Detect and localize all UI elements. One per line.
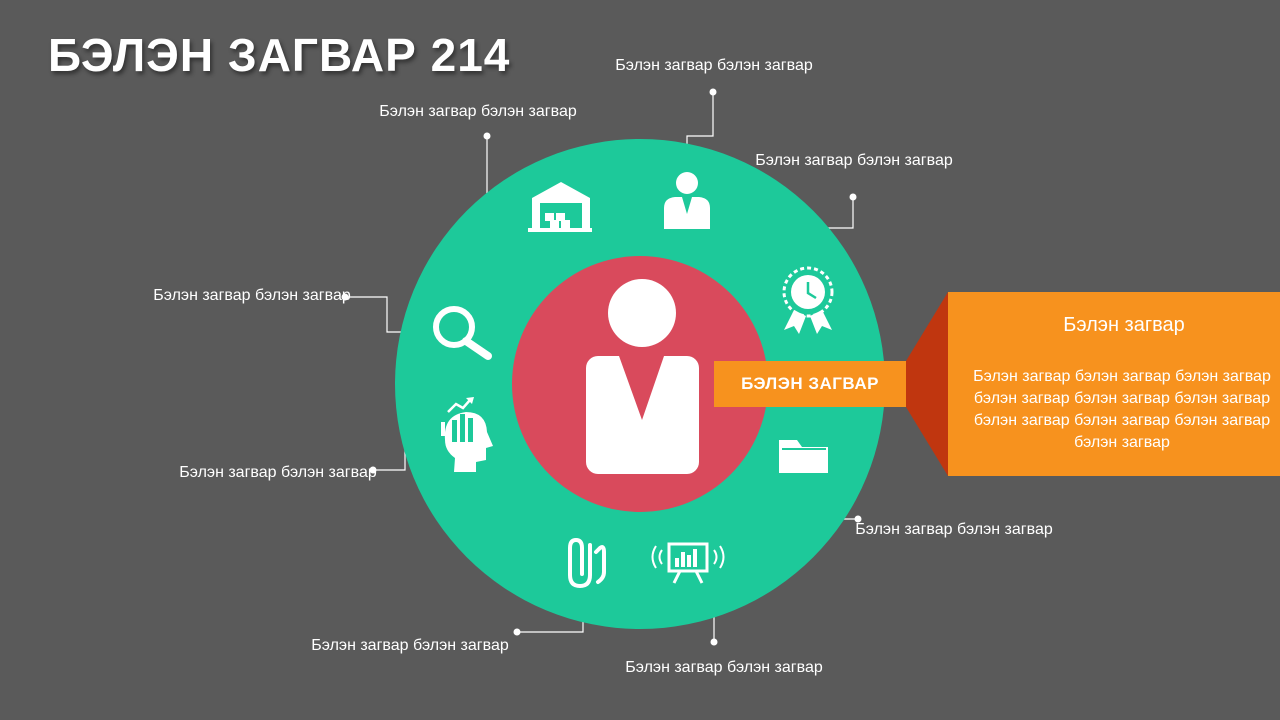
info-panel: Бэлэн загвар Бэлэн загвар бэлэн загвар б… — [948, 292, 1280, 476]
label-presentation: Бэлэн загвар бэлэн загвар — [625, 659, 823, 676]
central-person-icon — [586, 279, 699, 474]
label-head-growth: Бэлэн загвар бэлэн загвар — [179, 464, 377, 481]
panel-heading: Бэлэн загвар — [1063, 314, 1185, 336]
head-growth-icon — [441, 397, 493, 472]
panel-body: Бэлэн загвар бэлэн загвар бэлэн загвар б… — [973, 368, 1271, 451]
label-paperclip: Бэлэн загвар бэлэн загвар — [311, 637, 509, 654]
label-clock-award: Бэлэн загвар бэлэн загвар — [755, 152, 953, 169]
clock-award-icon — [782, 266, 834, 334]
folder-icon — [779, 440, 828, 473]
slide-title: БЭЛЭН ЗАГВАР 214 — [48, 29, 511, 81]
label-warehouse: Бэлэн загвар бэлэн загвар — [379, 103, 577, 120]
center-tag: БЭЛЭН ЗАГВАР — [714, 361, 906, 407]
warehouse-icon — [528, 182, 592, 232]
label-magnifier: Бэлэн загвар бэлэн загвар — [153, 287, 351, 304]
label-folder: Бэлэн загвар бэлэн загвар — [855, 521, 1053, 538]
magnifier-icon — [433, 306, 492, 360]
presentation-chart-icon — [651, 542, 725, 584]
employee-icon — [664, 172, 710, 229]
panel-connector-triangle — [906, 292, 948, 476]
label-employee: Бэлэн загвар бэлэн загвар — [615, 57, 813, 74]
connector-dots — [341, 88, 862, 646]
paperclip-icon — [568, 537, 606, 589]
